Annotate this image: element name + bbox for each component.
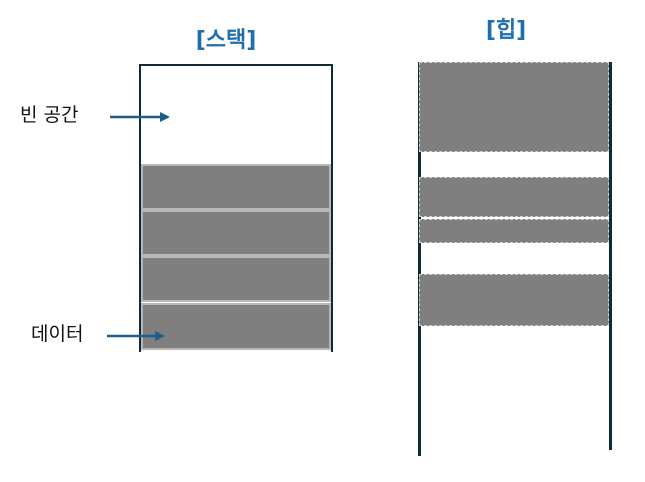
data-label: 데이터 — [31, 323, 84, 345]
heap-data-block — [419, 274, 609, 326]
stack-data-block — [141, 210, 331, 256]
empty-space-label: 빈 공간 — [20, 104, 79, 126]
heap-data-block — [419, 62, 609, 152]
heap-title: [힙] — [485, 18, 527, 43]
heap-right-wall — [609, 62, 612, 450]
heap-data-block — [419, 219, 609, 243]
stack-data-block — [141, 303, 331, 350]
heap-data-block — [419, 177, 609, 217]
heap-left-wall — [418, 62, 421, 456]
stack-data-block — [141, 164, 331, 210]
stack-container — [139, 64, 333, 352]
stack-title: [스택] — [195, 28, 257, 53]
stack-data-block — [141, 256, 331, 302]
